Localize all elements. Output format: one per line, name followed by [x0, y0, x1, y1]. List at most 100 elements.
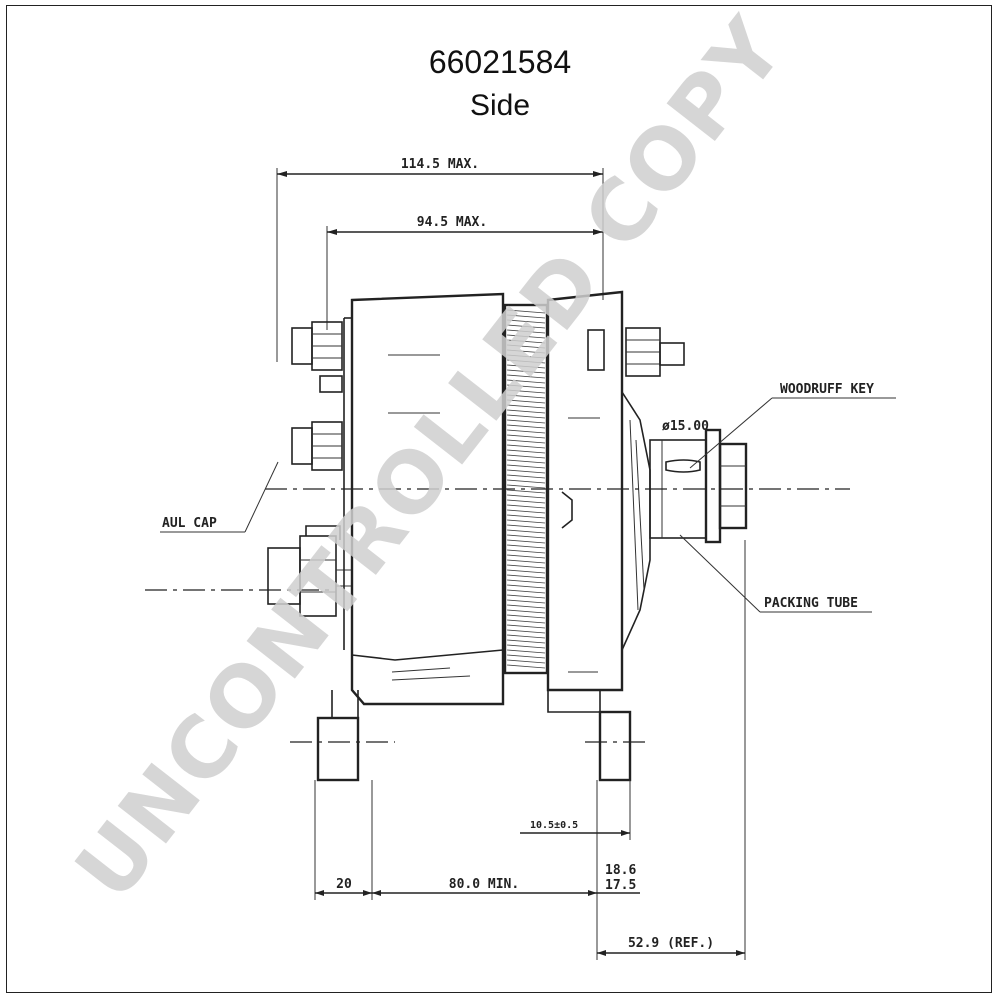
stator-hatch-line: [506, 389, 546, 394]
stator-hatch-line: [506, 399, 546, 404]
dim-text-mount-min: 80.0 MIN.: [449, 877, 519, 892]
stator-hatch-line: [506, 614, 546, 619]
stator-hatch-line: [506, 589, 546, 594]
stator-hatch-line: [506, 629, 546, 634]
stator-hatch-line: [506, 329, 546, 334]
woodruff-key-text: WOODRUFF KEY: [780, 382, 874, 397]
stator-hatch-line: [506, 424, 546, 429]
stator-hatch-line: [506, 394, 546, 399]
dim-text-foot: 10.5±0.5: [530, 820, 578, 831]
stator-hatch-line: [506, 624, 546, 629]
stator-hatch-line: [506, 539, 546, 544]
stator-hatch-line: [506, 619, 546, 624]
stator-hatch-line: [506, 579, 546, 584]
stator-hatch-line: [506, 659, 546, 664]
stator-hatch-line: [506, 484, 546, 489]
stator-hatch-line: [506, 644, 546, 649]
stator-hatch-line: [506, 504, 546, 509]
stator-hatch-line: [506, 464, 546, 469]
stator-hatch-line: [506, 374, 546, 379]
label-packing-tube: PACKING TUBE: [679, 534, 872, 613]
aul-cap-text: AUL CAP: [162, 516, 217, 531]
stator-hatch-line: [506, 639, 546, 644]
shaft-diameter-text: ø15.00: [662, 419, 709, 434]
stator-hatch-line: [506, 664, 546, 669]
packing-tube-text: PACKING TUBE: [764, 596, 858, 611]
stator-hatch-line: [506, 544, 546, 549]
stator-hatch-line: [506, 369, 546, 374]
stator-hatch-line: [506, 439, 546, 444]
dim-text-flange-a: 18.6: [605, 863, 636, 878]
stator-hatch-line: [506, 654, 546, 659]
stator-hatch-line: [506, 354, 546, 359]
stator-hatch-line: [506, 649, 546, 654]
label-woodruff-key: WOODRUFF KEY: [689, 382, 896, 469]
stator-hatch-line: [506, 534, 546, 539]
dimension-overall-max: 114.5 MAX.: [276, 157, 604, 362]
drawing-frame: [6, 5, 992, 993]
part-number-title: 66021584: [428, 44, 572, 80]
dim-text-body-max: 94.5 MAX.: [417, 215, 487, 230]
rear-terminals: [267, 321, 352, 617]
stator-hatch-line: [506, 489, 546, 494]
stator-hatch-line: [506, 419, 546, 424]
shaft-assembly: [145, 428, 850, 591]
stator-hatch-line: [506, 404, 546, 409]
stator-hatch-line: [506, 339, 546, 344]
mounting-feet: [290, 690, 645, 782]
stator-hatch-line: [506, 549, 546, 554]
uncontrolled-copy-watermark: UNCONTROLLED COPY: [57, 0, 804, 917]
stator-hatch-line: [506, 459, 546, 464]
stator-hatch-line: [506, 554, 546, 559]
dim-text-20: 20: [336, 877, 352, 892]
dim-text-overall-max: 114.5 MAX.: [401, 157, 479, 172]
stator-hatch-line: [506, 584, 546, 589]
stator-core: [503, 303, 549, 675]
stator-hatch-line: [506, 514, 546, 519]
stator-hatch-line: [506, 349, 546, 354]
stator-hatch-line: [506, 324, 546, 329]
stator-hatch-line: [506, 429, 546, 434]
stator-hatch-line: [506, 384, 546, 389]
stator-hatch-line: [506, 519, 546, 524]
stator-hatch-line: [506, 449, 546, 454]
stator-hatch-line: [506, 434, 546, 439]
dim-text-ref: 52.9 (REF.): [628, 936, 714, 951]
stator-hatch-line: [506, 309, 546, 314]
stator-hatch-line: [506, 444, 546, 449]
stator-hatch-line: [506, 604, 546, 609]
stator-hatch-line: [506, 569, 546, 574]
label-aul-cap: AUL CAP: [160, 461, 279, 533]
stator-hatch-line: [506, 609, 546, 614]
dim-text-flange-b: 17.5: [605, 878, 636, 893]
dimension-body-max: 94.5 MAX.: [326, 215, 603, 330]
stator-hatch-line: [506, 359, 546, 364]
stator-hatch-line: [506, 364, 546, 369]
stator-hatch-line: [506, 559, 546, 564]
stator-hatch-line: [506, 314, 546, 319]
view-subtitle: Side: [469, 89, 531, 122]
stator-hatch-line: [506, 454, 546, 459]
stator-hatch-line: [506, 509, 546, 514]
stator-hatch-line: [506, 634, 546, 639]
label-shaft-diameter: ø15.00: [662, 419, 709, 434]
stator-hatch-line: [506, 414, 546, 419]
stator-hatch-line: [506, 469, 546, 474]
stator-hatch-line: [506, 524, 546, 529]
stator-hatch-line: [506, 574, 546, 579]
stator-hatch-line: [506, 379, 546, 384]
stator-hatch-line: [506, 474, 546, 479]
stator-hatch-line: [506, 564, 546, 569]
stator-hatch-line: [506, 599, 546, 604]
stator-hatch-line: [506, 334, 546, 339]
rear-housing: [343, 292, 505, 706]
stator-hatch-line: [506, 409, 546, 414]
stator-hatch-line: [506, 494, 546, 499]
stator-hatch-line: [506, 499, 546, 504]
stator-hatch-line: [506, 529, 546, 534]
stator-hatch-line: [506, 479, 546, 484]
stator-hatch-line: [506, 594, 546, 599]
output-stud: [587, 327, 685, 377]
bottom-dimensions: 20 80.0 MIN. 10.5±0.5 18.6 17.5 52.9 (RE…: [314, 540, 746, 960]
